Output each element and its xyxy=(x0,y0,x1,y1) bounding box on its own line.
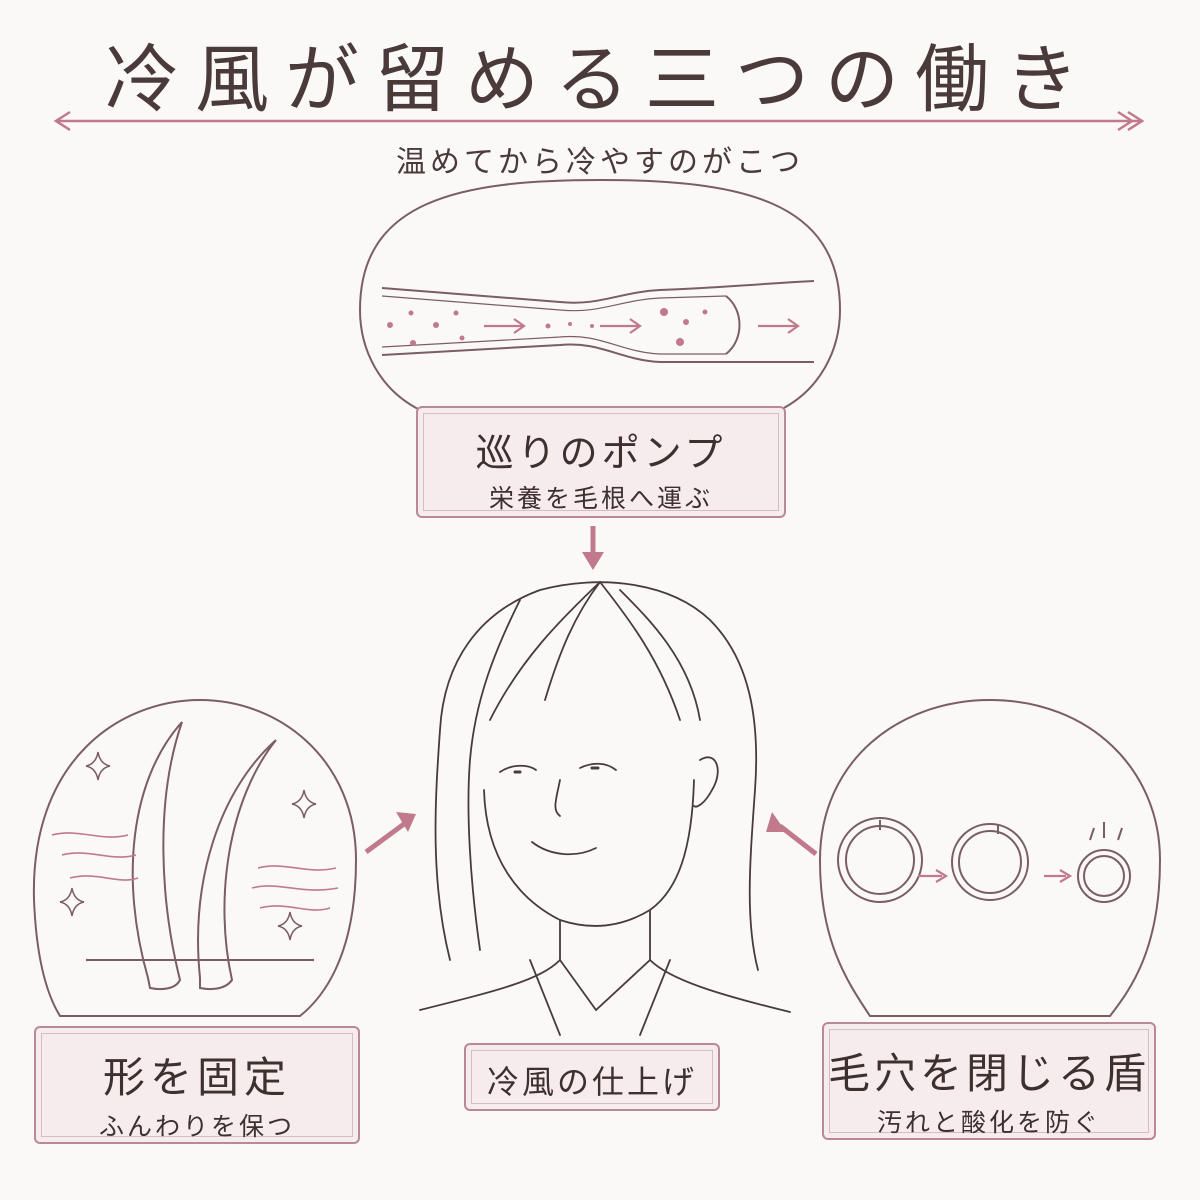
right-card: 毛穴を閉じる盾 汚れと酸化を防ぐ xyxy=(822,1022,1156,1140)
right-card-title: 毛穴を閉じる盾 xyxy=(827,1049,1150,1098)
page-subtitle: 温めてから冷やすのがこつ xyxy=(396,145,804,180)
pore-open-icon xyxy=(837,817,923,903)
vessel-illustration xyxy=(358,178,842,411)
top-card-title: 巡りのポンプ xyxy=(475,431,727,475)
left-card: 形を固定 ふんわりを保つ xyxy=(34,1026,360,1144)
center-card: 冷風の仕上げ xyxy=(464,1043,720,1111)
center-label: 冷風の仕上げ xyxy=(486,1063,697,1101)
sparkle-icons xyxy=(59,751,317,941)
arrow-left-to-face xyxy=(364,812,416,855)
arrow-top-to-face xyxy=(582,526,604,570)
collar xyxy=(559,959,651,1012)
vessel-upper-wall xyxy=(381,280,815,304)
left-card-subtitle: ふんわりを保つ xyxy=(98,1112,295,1141)
pore-closed-icon xyxy=(1077,849,1131,903)
woman-illustration xyxy=(419,581,791,1036)
wind-lines xyxy=(51,832,339,911)
hair-strand-right xyxy=(197,739,277,990)
vessel-valve xyxy=(725,295,741,355)
title-divider xyxy=(53,110,1145,132)
top-circle-outline xyxy=(358,178,842,411)
hair-strand-left xyxy=(131,721,183,990)
hair-outline xyxy=(434,581,759,971)
face-outline xyxy=(483,779,695,927)
pore-illustration xyxy=(818,698,1162,1017)
left-card-title: 形を固定 xyxy=(102,1053,291,1102)
top-card-subtitle: 栄養を毛根へ運ぶ xyxy=(488,484,713,513)
flow-arrows xyxy=(484,318,800,334)
hair-strands-illustration xyxy=(32,698,358,1017)
top-card: 巡りのポンプ 栄養を毛根へ運ぶ xyxy=(416,406,786,518)
left-circle-outline xyxy=(32,698,358,1017)
arrow-right-to-face xyxy=(766,812,818,856)
pore-closing-icon xyxy=(951,823,1029,901)
vessel-lower-wall xyxy=(381,343,814,364)
right-card-subtitle: 汚れと酸化を防ぐ xyxy=(876,1108,1101,1137)
pore-arrows xyxy=(918,869,1073,883)
right-circle-outline xyxy=(818,698,1162,1017)
blood-particles xyxy=(387,308,708,346)
page-title: 冷風が留める三つの働き xyxy=(105,37,1095,123)
